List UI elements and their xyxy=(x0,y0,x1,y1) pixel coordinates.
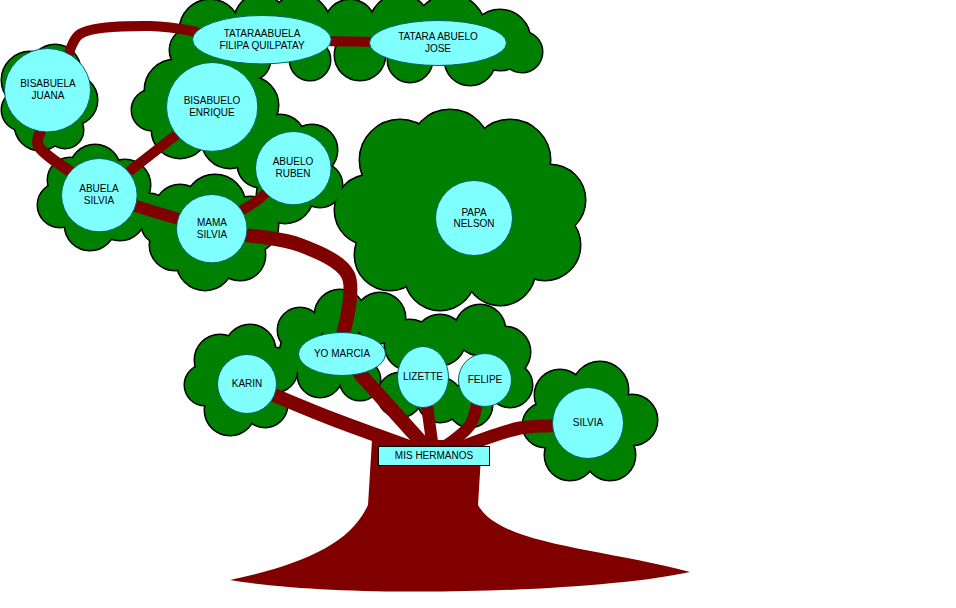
node-label: ABUELO RUBEN xyxy=(263,156,323,179)
tree-branch xyxy=(69,26,196,53)
sibling-circle: SILVIA xyxy=(552,387,624,459)
ellipse-shape xyxy=(398,347,449,408)
node-label: YO MARCIA xyxy=(314,348,370,360)
ancestor-circle: ABUELO RUBEN xyxy=(255,131,332,205)
node-label: MAMA SILVIA xyxy=(184,217,239,240)
ellipse-shape xyxy=(553,388,624,459)
ancestor-circle: BISABUELA JUANA xyxy=(4,48,91,133)
box-shape xyxy=(379,447,490,466)
node-label: BISABUELO ENRIQUE xyxy=(174,95,249,118)
tree-branch xyxy=(247,235,350,332)
ancestor-ellipse: TATARAABUELA FILIPA QUILPATAY xyxy=(192,15,332,64)
node-label: KARIN xyxy=(232,378,263,390)
sibling-ellipse: LIZETTE xyxy=(397,346,449,408)
tree-branch xyxy=(332,36,369,47)
foliage xyxy=(2,0,657,480)
node-label: BISABUELA JUANA xyxy=(13,78,83,101)
node-label: FELIPE xyxy=(468,374,502,386)
node-label: PAPA NELSON xyxy=(447,207,502,230)
tree-branch xyxy=(427,408,432,446)
tree-branch xyxy=(129,135,176,172)
ellipse-shape xyxy=(5,48,91,131)
node-label: LIZETTE xyxy=(403,371,443,383)
ellipse-shape xyxy=(255,131,331,204)
node-label: TATARAABUELA FILIPA QUILPATAY xyxy=(212,28,312,51)
tree-branch xyxy=(465,426,552,446)
ancestor-circle: ABUELA SILVIA xyxy=(61,158,138,232)
node-label: SILVIA xyxy=(573,417,603,429)
node-label: MIS HERMANOS xyxy=(395,450,473,462)
ellipse-shape xyxy=(436,181,513,256)
ellipse-shape xyxy=(193,16,332,64)
foliage-outline xyxy=(2,0,657,480)
ellipse-shape xyxy=(369,20,506,65)
node-label: TATARA ABUELO JOSE xyxy=(390,31,485,54)
ellipse-shape xyxy=(177,195,248,263)
ellipse-shape xyxy=(61,158,137,231)
tree-branch xyxy=(242,193,265,210)
ancestor-ellipse: TATARA ABUELO JOSE xyxy=(369,20,507,66)
ellipse-shape xyxy=(299,333,386,376)
siblings-label-box: MIS HERMANOS xyxy=(378,446,490,466)
sibling-ellipse: YO MARCIA xyxy=(298,332,386,376)
parent-circle: MAMA SILVIA xyxy=(176,194,248,263)
ellipse-shape xyxy=(218,355,277,414)
tree-branch xyxy=(136,206,178,219)
ellipse-shape xyxy=(459,354,512,407)
sibling-circle: KARIN xyxy=(217,354,277,414)
parent-circle: PAPA NELSON xyxy=(435,180,513,256)
trunk xyxy=(230,440,690,592)
ancestor-circle: BISABUELO ENRIQUE xyxy=(166,62,258,152)
ellipse-shape xyxy=(166,63,257,152)
node-label: ABUELA SILVIA xyxy=(69,183,129,206)
tree-branch xyxy=(38,132,70,171)
sibling-circle: FELIPE xyxy=(458,353,512,407)
